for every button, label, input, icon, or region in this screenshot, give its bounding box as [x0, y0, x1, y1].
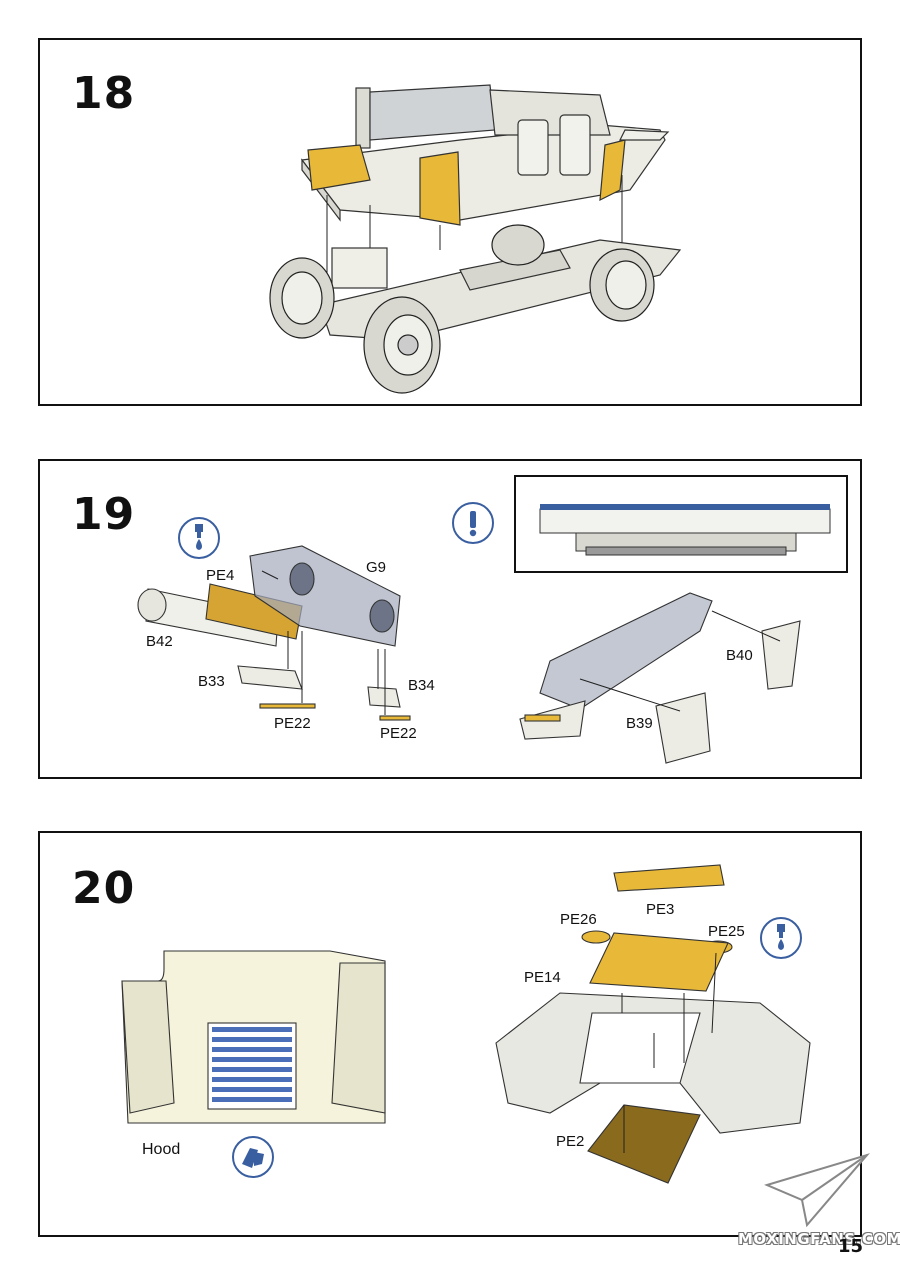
hood-exploded-assembly	[495, 864, 811, 1184]
wheels	[269, 224, 655, 394]
label-g9: G9	[366, 559, 387, 576]
label-pe22-left: PE22	[274, 715, 311, 732]
humvee-assembly-illustration	[269, 84, 682, 394]
label-b42: B42	[146, 633, 173, 650]
label-hood: Hood	[142, 1141, 181, 1158]
paint-brush-icon	[232, 1136, 274, 1178]
label-b34: B34	[408, 677, 435, 694]
detail-inset-box	[514, 475, 848, 573]
grille-assembly-left	[137, 545, 801, 764]
step-number: 20	[72, 863, 136, 914]
vehicle-body-tub	[300, 84, 670, 226]
label-pe22-right: PE22	[380, 725, 417, 742]
label-pe26: PE26	[560, 911, 597, 928]
step-number: 18	[72, 68, 136, 119]
step-18-panel: 18	[38, 38, 862, 406]
label-b33: B33	[198, 673, 225, 690]
glue-drop-icon	[178, 517, 220, 559]
hood-louver-stripes	[212, 1027, 292, 1102]
label-pe2: PE2	[556, 1133, 585, 1150]
label-b39: B39	[626, 715, 653, 732]
step-number: 19	[72, 489, 136, 540]
label-pe3: PE3	[646, 901, 675, 918]
exclamation-icon	[452, 502, 494, 544]
label-pe4: PE4	[206, 567, 235, 584]
label-b40: B40	[726, 647, 753, 664]
label-pe25: PE25	[708, 923, 745, 940]
step-19-panel: 19	[38, 459, 862, 779]
page-number: 15	[838, 1236, 864, 1257]
step-20-panel: 20 Hood	[38, 831, 862, 1237]
glue-drop-icon	[760, 917, 802, 959]
hood-top-view	[121, 950, 386, 1124]
watermark-text: MOXINGFANS.COM	[738, 1230, 900, 1248]
label-pe14: PE14	[524, 969, 561, 986]
paper-plane-logo	[764, 1153, 870, 1228]
